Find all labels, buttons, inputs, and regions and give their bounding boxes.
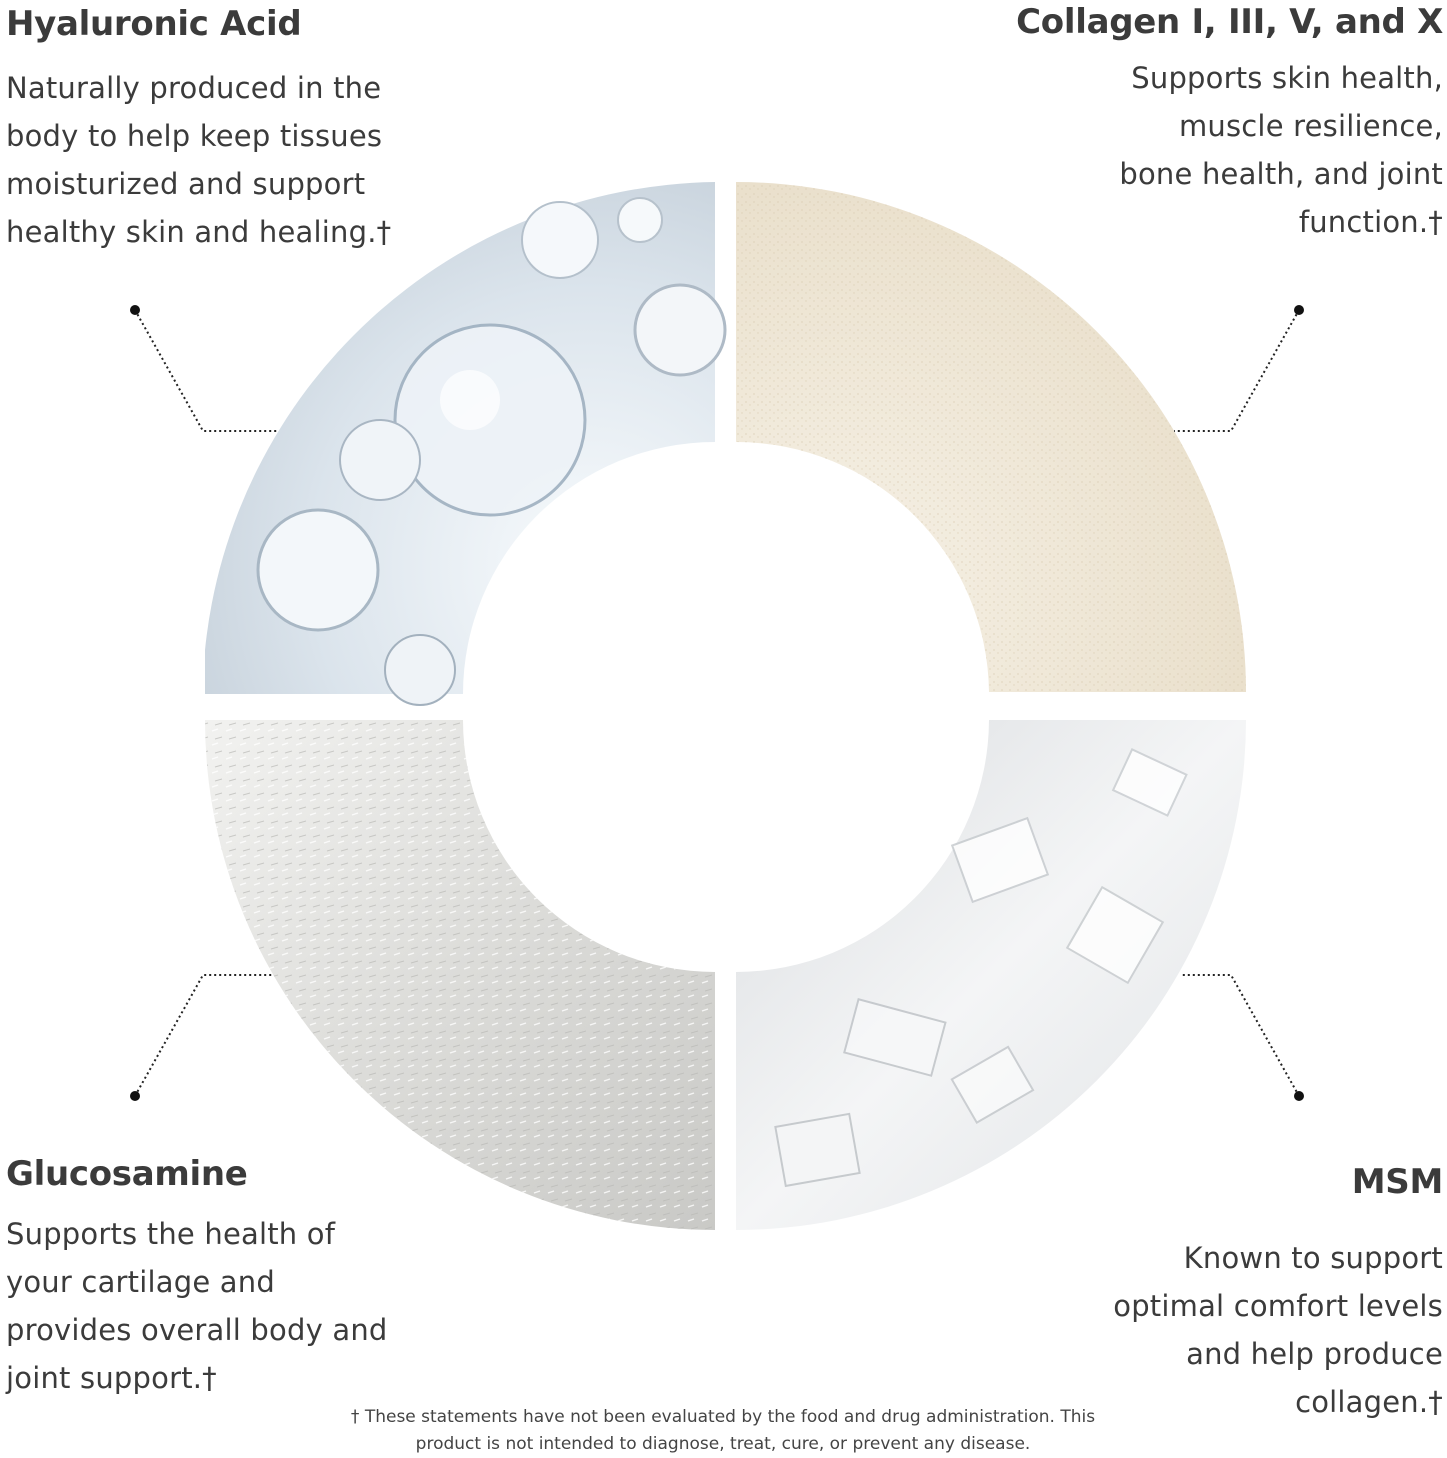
leader-msm [1180,974,1300,1097]
hyaluronic-acid-image [205,182,727,706]
leader-dot-collagen [1294,305,1304,315]
hyaluronic-acid-description: Naturally produced in the body to help k… [6,71,392,249]
msm-image [736,720,1246,1230]
leader-glucosamine [134,974,272,1097]
leader-dot-hyaluronic [130,305,140,315]
msm-description: Known to support optimal comfort levels … [1113,1241,1443,1419]
hyaluronic-acid-title: Hyaluronic Acid [6,4,302,44]
hyaluronic-acid-block: Hyaluronic Acid Naturally produced in th… [6,2,476,256]
glucosamine-description: Supports the health of your cartilage an… [6,1217,388,1395]
msm-block: MSM Known to support optimal comfort lev… [973,1160,1443,1426]
leader-collagen [1174,309,1300,432]
glucosamine-title: Glucosamine [6,1154,248,1194]
collagen-image [736,182,1246,692]
glucosamine-block: Glucosamine Supports the health of your … [6,1152,476,1402]
leader-hyaluronic [134,309,277,432]
glucosamine-image [205,720,715,1230]
collagen-title: Collagen I, III, V, and X [1016,2,1443,42]
leader-dot-msm [1294,1091,1304,1101]
collagen-description: Supports skin health, muscle resilience,… [1119,61,1443,239]
fda-disclaimer: † These statements have not been evaluat… [350,1407,1096,1454]
leader-dot-glucosamine [130,1091,140,1101]
collagen-block: Collagen I, III, V, and X Supports skin … [923,0,1443,246]
msm-title: MSM [1351,1162,1444,1202]
